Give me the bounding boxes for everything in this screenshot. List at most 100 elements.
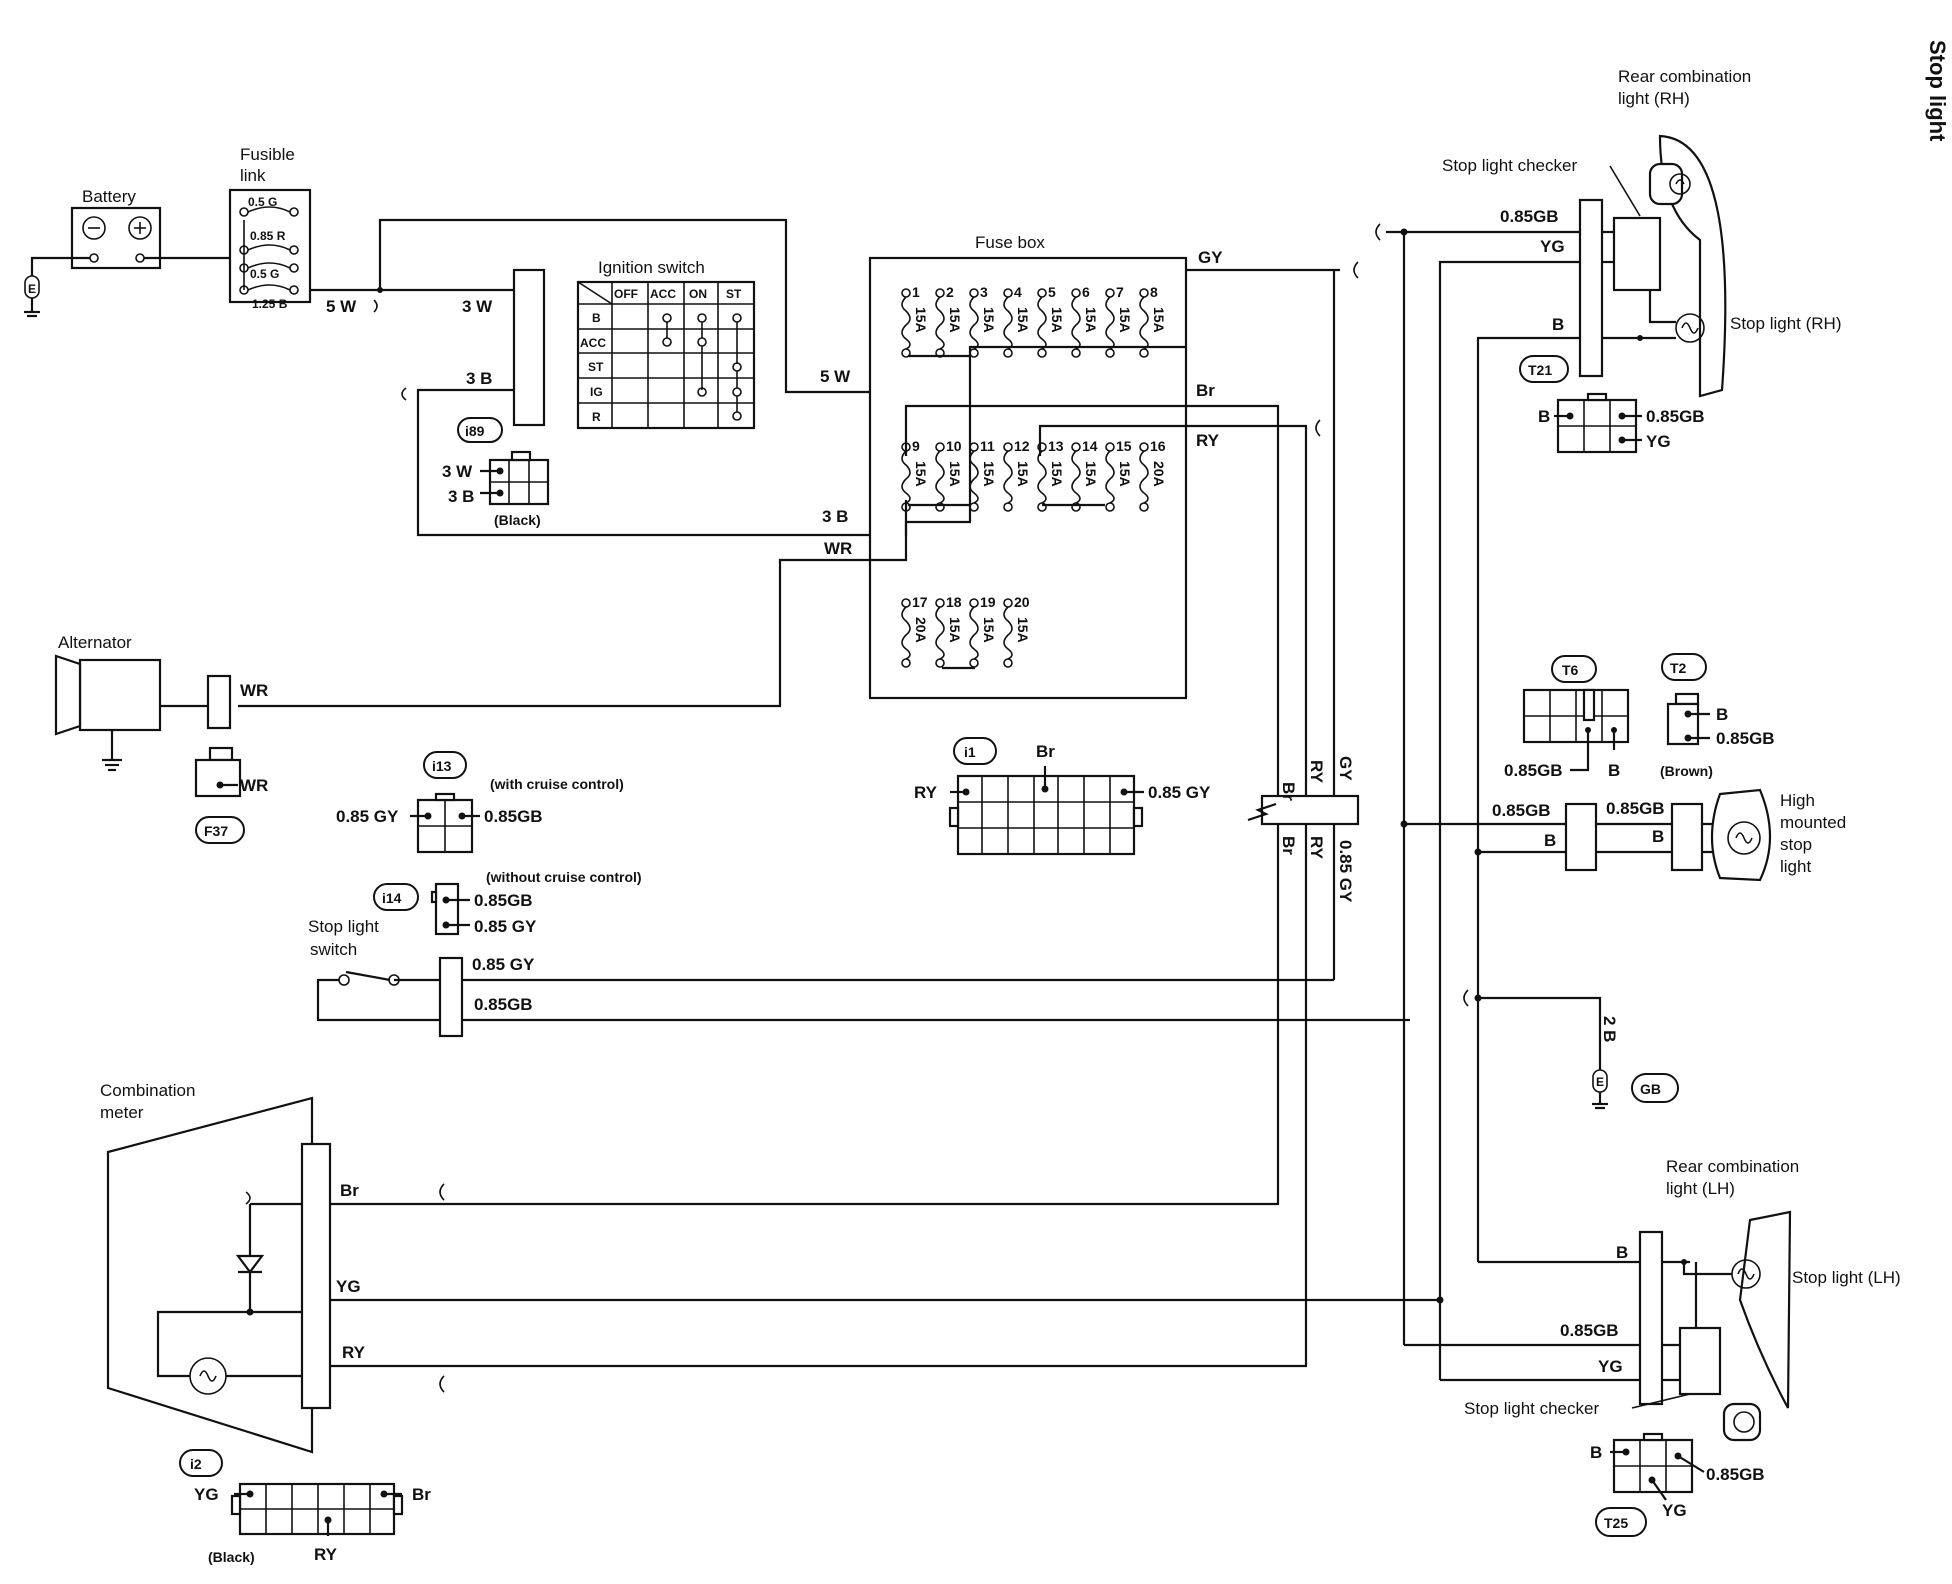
wire-3b: 3 B 3 B [401, 369, 975, 537]
wire-label-rh-b: B [1552, 315, 1564, 334]
connector-T21-pin: 0.85GB [1646, 407, 1705, 426]
wire-label-v-ry: RY [1307, 760, 1326, 784]
wire-label-hm-b-right: B [1652, 827, 1664, 846]
fusible-link-value: 0.5 G [248, 195, 277, 209]
connector-i14-pin: 0.85GB [474, 891, 533, 910]
high-mounted-label-3: stop [1780, 835, 1812, 854]
fuse-number: 3 [980, 284, 988, 300]
high-mounted-stop-light: 0.85GB 0.85GB B B High mounted stop ligh… [1492, 788, 1846, 882]
connector-i13-note: (with cruise control) [490, 776, 624, 792]
connector-i2-pin: RY [314, 1545, 338, 1564]
fuse-box: Fuse box 115A215A315A415A515A615A715A815… [238, 233, 1359, 1368]
fuse-rating: 15A [947, 617, 963, 643]
fuse-rating: 15A [947, 461, 963, 487]
fusible-link-value: 0.85 R [250, 229, 286, 243]
wire-label-3w: 3 W [462, 297, 493, 316]
fuse-rating: 15A [947, 307, 963, 333]
battery-positive-icon [128, 216, 152, 240]
fuse-rating: 15A [981, 307, 997, 333]
fusible-link-value: 0.5 G [250, 267, 279, 281]
fusible-link-value: 1.25 B [252, 297, 288, 311]
alternator-label: Alternator [58, 633, 132, 652]
wire-label-sls-gy: 0.85 GY [472, 955, 535, 974]
wire-5w: 5 W 5 W [310, 218, 870, 394]
connector-i2-note: (Black) [208, 1549, 255, 1565]
connector-i2: i2 YG Br RY (Black) [179, 1449, 431, 1565]
fuse-number: 10 [946, 438, 962, 454]
connector-id-F37: F37 [204, 823, 228, 839]
connector-id-i89: i89 [465, 423, 485, 439]
high-mounted-label-4: light [1780, 857, 1811, 876]
connector-id-i13: i13 [432, 758, 452, 774]
connector-i13-pin: 0.85 GY [336, 807, 399, 826]
rear-lh-label-1: Rear combination [1666, 1157, 1799, 1176]
wire-label-wr: WR [824, 539, 852, 558]
fuse-number: 5 [1048, 284, 1056, 300]
fuse-layer: 115A215A315A415A515A615A715A815A915A1015… [901, 284, 1167, 668]
fuse-number: 19 [980, 594, 996, 610]
fuse-rating: 15A [913, 461, 929, 487]
fuse-number: 1 [912, 284, 920, 300]
ignition-switch: Ignition switch OFF ACC ON ST B ACC ST I… [512, 258, 756, 430]
ignition-row: R [592, 410, 601, 424]
fuse-rating: 15A [981, 461, 997, 487]
wire-label-3b: 3 B [466, 369, 492, 388]
fuse-rating: 15A [1083, 461, 1099, 487]
wire-label-meter-br: Br [340, 1181, 359, 1200]
connector-id-T25: T25 [1604, 1515, 1628, 1531]
connector-T2-pin: 0.85GB [1716, 729, 1775, 748]
wire-label-5w: 5 W [326, 297, 357, 316]
fuse-rating: 15A [1015, 461, 1031, 487]
fuse-number: 16 [1150, 438, 1166, 454]
wire-label-sls-gb: 0.85GB [474, 995, 533, 1014]
fuse-rating: 20A [913, 617, 929, 643]
combination-meter-label-1: Combination [100, 1081, 195, 1100]
alternator: Alternator WR [54, 633, 268, 772]
fuse-number: 2 [946, 284, 954, 300]
high-mounted-label-1: High [1780, 791, 1815, 810]
fuse-number: 4 [1014, 284, 1022, 300]
battery-ground: E [24, 256, 90, 318]
ignition-col: ON [689, 287, 707, 301]
stop-light-checker-bottom-label: Stop light checker [1464, 1399, 1599, 1418]
connector-F37-pin: WR [240, 776, 268, 795]
fusible-link-label-2: link [240, 166, 266, 185]
wire-label-ry: RY [1196, 431, 1220, 450]
ignition-switch-label: Ignition switch [598, 258, 705, 277]
fuse-rating: 20A [1151, 461, 1167, 487]
connector-i2-pin: YG [194, 1485, 219, 1504]
connector-id-T21: T21 [1528, 362, 1552, 378]
wire-label-v-br: Br [1279, 782, 1298, 801]
connector-i1-pin: 0.85 GY [1148, 783, 1211, 802]
connector-id-GB: GB [1640, 1081, 1661, 1097]
wire-label-v-ry-2: RY [1307, 836, 1326, 860]
ignition-col: OFF [614, 287, 638, 301]
stop-light-checker-top-label: Stop light checker [1442, 156, 1577, 175]
connector-id-T6: T6 [1562, 662, 1579, 678]
battery: Battery [70, 187, 162, 270]
connector-T25: B 0.85GB YG T25 [1590, 1432, 1765, 1537]
wire-label-v-085gy: 0.85 GY [1336, 840, 1355, 903]
fuse-number: 14 [1082, 438, 1098, 454]
connector-i2-pin: Br [412, 1485, 431, 1504]
fuse-rating: 15A [1117, 461, 1133, 487]
fuse-rating: 15A [1015, 307, 1031, 333]
fuse-rating: 15A [913, 307, 929, 333]
connector-T6-pin: B [1608, 761, 1620, 780]
fuse-rating: 15A [1151, 307, 1167, 333]
connector-i14: (without cruise control) i14 0.85GB 0.85… [373, 869, 642, 936]
connector-i14-pin: 0.85 GY [474, 917, 537, 936]
ignition-row: IG [590, 385, 603, 399]
connector-T21-pin: B [1538, 407, 1550, 426]
fuse-number: 20 [1014, 594, 1030, 610]
connector-T2-note: (Brown) [1660, 763, 1713, 779]
fuse-number: 11 [980, 438, 995, 454]
